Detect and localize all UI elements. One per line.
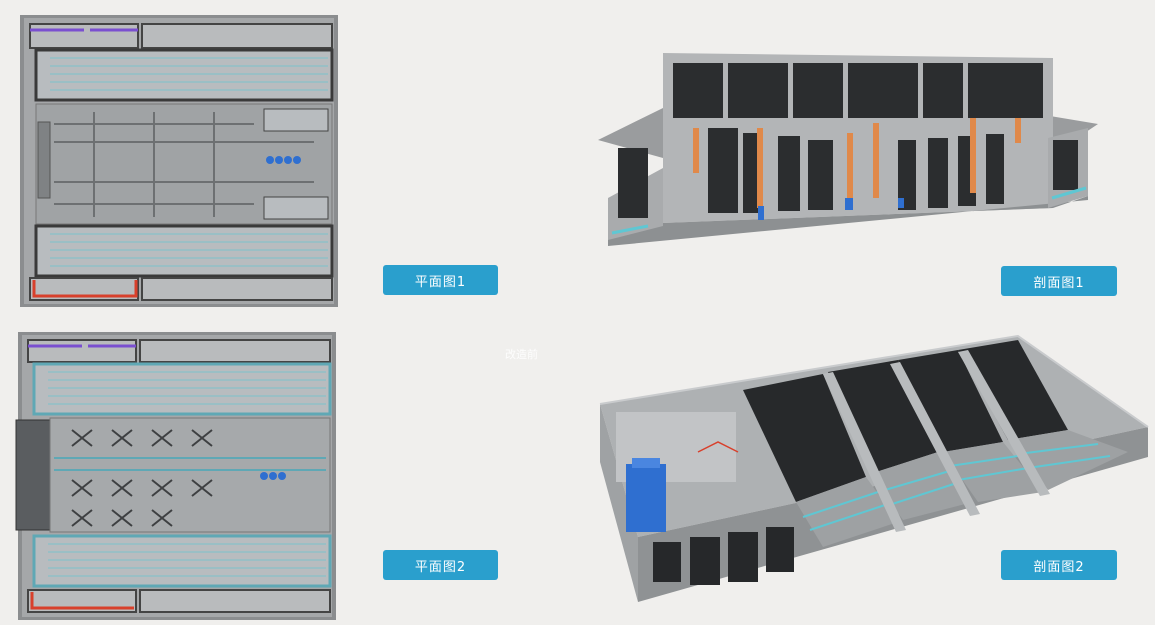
section-2-label-button[interactable]: 剖面图2 (1001, 550, 1117, 580)
plan-view-2-image (12, 330, 342, 622)
plan-1-label-button[interactable]: 平面图1 (383, 265, 498, 295)
plan-view-1-image (14, 12, 344, 310)
section-2-label-text: 剖面图2 (1033, 559, 1085, 575)
plan-2-label-text: 平面图2 (414, 559, 467, 575)
section-1-label-button[interactable]: 剖面图1 (1001, 266, 1117, 296)
watermark-text: 改造前 (505, 348, 538, 361)
section-view-2-image (598, 332, 1153, 610)
section-1-label-text: 剖面图1 (1033, 275, 1085, 291)
plan-2-label-button[interactable]: 平面图2 (383, 550, 498, 580)
section-view-1-image (598, 48, 1108, 250)
plan-1-label-text: 平面图1 (414, 274, 467, 290)
